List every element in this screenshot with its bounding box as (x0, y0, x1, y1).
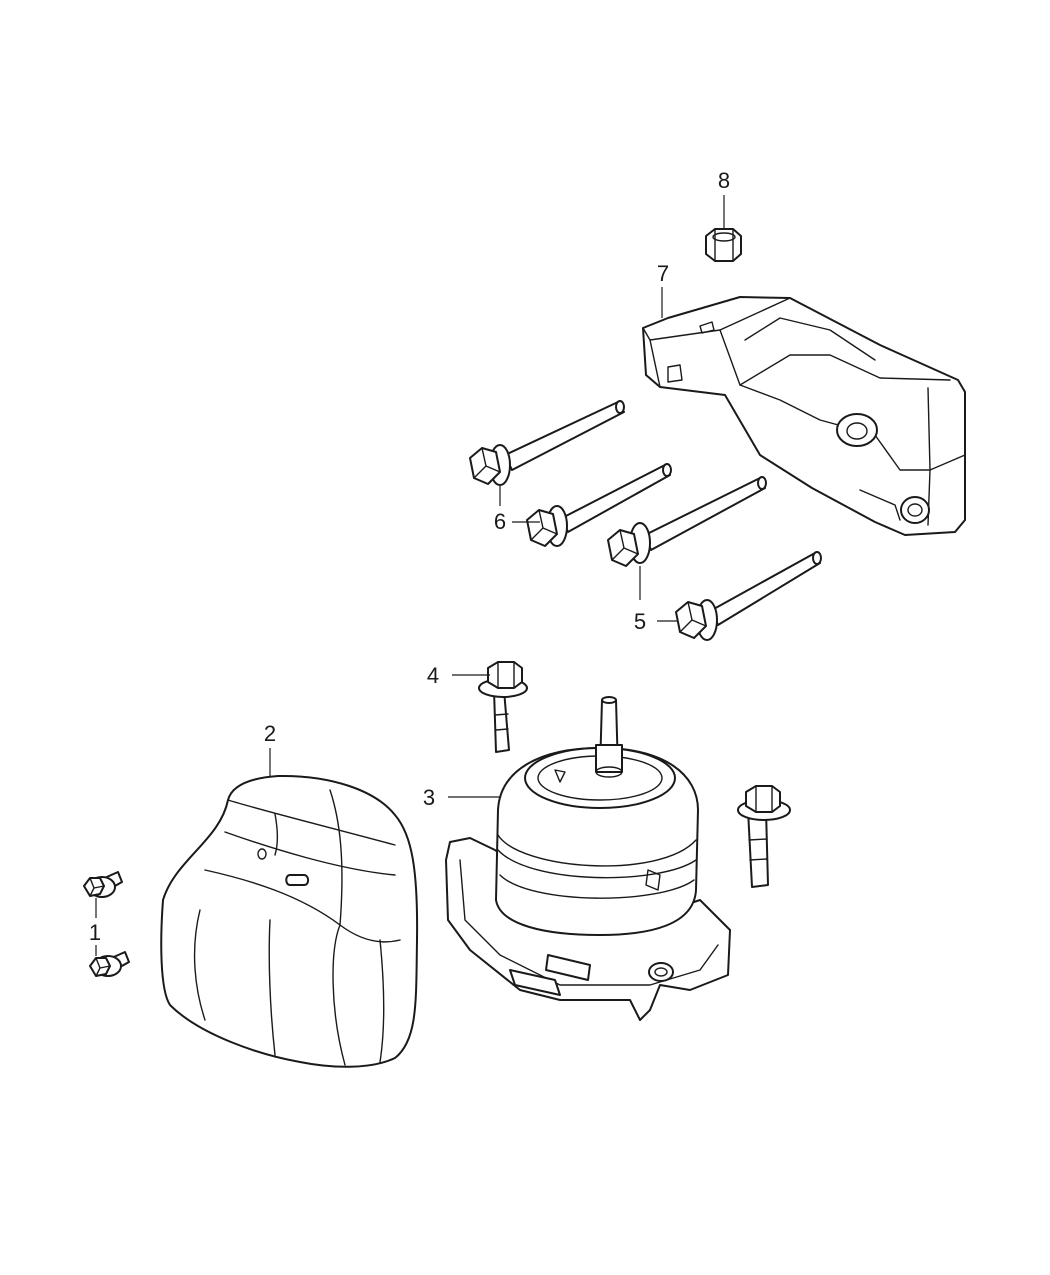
bolt-part-6-lower[interactable] (526, 463, 672, 547)
bolt-part-4-left[interactable] (478, 661, 528, 753)
bolt-part-4-right[interactable] (737, 785, 791, 888)
bolt-part-1-upper[interactable] (83, 871, 123, 898)
bolt-part-1-lower[interactable] (89, 951, 130, 977)
callout-5: 5 (634, 609, 646, 634)
bolt-part-5-upper[interactable] (607, 476, 767, 567)
callout-4: 4 (427, 663, 439, 688)
callout-2: 2 (264, 721, 276, 746)
callout-6: 6 (494, 509, 506, 534)
callout-1: 1 (89, 920, 101, 945)
bracket-part-7[interactable] (642, 296, 966, 536)
cover-part-2[interactable] (160, 774, 419, 1068)
callout-8: 8 (718, 168, 730, 193)
bolt-part-5-lower[interactable] (675, 551, 822, 641)
engine-mount-part-3[interactable] (445, 696, 731, 1021)
nut-part-8[interactable] (705, 228, 742, 262)
callout-7: 7 (657, 261, 669, 286)
callout-3: 3 (423, 785, 435, 810)
bolt-part-6-upper[interactable] (469, 400, 625, 486)
